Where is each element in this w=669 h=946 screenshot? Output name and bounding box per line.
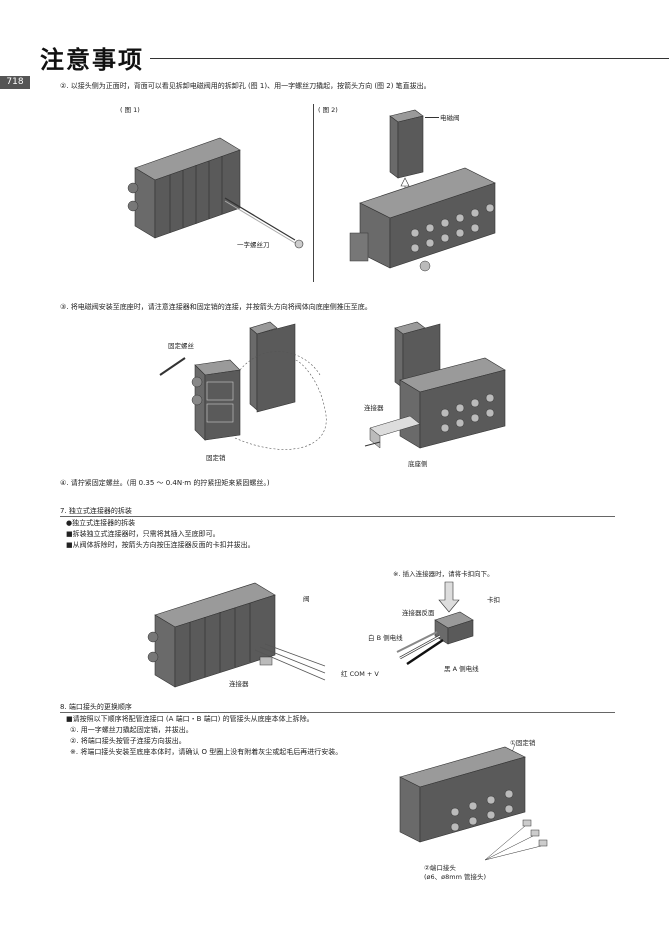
fixing-pin-label-section8: ①固定销 — [510, 739, 536, 747]
section7-rule — [60, 516, 615, 517]
connector-label-section7: 连接器 — [229, 680, 249, 688]
section8-item-2: ②. 将端口接头按管子连接方向拔出。 — [70, 737, 186, 745]
valve-leader-line — [425, 117, 439, 118]
base-side-label: 底座侧 — [408, 460, 428, 468]
step3-valve-base-illustration — [159, 321, 327, 450]
valve-label: 电磁阀 — [440, 114, 460, 122]
clip-label: 卡扣 — [487, 596, 500, 604]
screwdriver-label: 一字螺丝刀 — [237, 241, 270, 249]
step2-text: ②. 以接头侧为正面时，背面可以看见拆卸电磁阀用的拆卸孔 (图 1)、用一字螺丝… — [60, 82, 431, 90]
red-wire-label: 红 COM + V — [341, 670, 379, 678]
fig1-label: ( 图 1) — [120, 106, 140, 114]
white-wire-label: 白 B 侧电线 — [368, 634, 403, 642]
step3-text: ③. 将电磁阀安装至底座时，请注意连接器和固定销的连接，并按箭头方向将阀体向底座… — [60, 303, 372, 311]
section7-item-0: ●独立式连接器的拆装 — [66, 519, 136, 527]
port-fitting-label: ②端口接头 — [424, 864, 456, 872]
section8-item-0: ■请按照以下顺序将配管连接口 (A 端口・B 端口) 的管接头从底座本体上拆除。 — [66, 715, 314, 723]
step4-text: ④. 请拧紧固定螺丝。(用 0.35 ～ 0.4N·m 的拧紧扭矩来紧固螺丝。) — [60, 479, 270, 487]
section8-item-3: ※. 将端口接头安装至底座本体时，请确认 O 型圈上没有附着灰尘或起毛后再进行安… — [70, 748, 343, 756]
step3-assembled-illustration — [364, 321, 506, 449]
fixing-pin-label: 固定销 — [206, 454, 226, 462]
section8-manifold-illustration — [399, 743, 548, 861]
fig1-manifold-illustration — [127, 137, 304, 249]
port-fitting-sub: (ø6、ø8mm 管接头) — [424, 873, 487, 881]
figure-divider — [313, 104, 314, 282]
page-title: 注意事项 — [40, 46, 144, 74]
section8-rule — [60, 712, 615, 713]
title-rule — [150, 58, 669, 59]
fig2-manifold-illustration — [349, 109, 496, 272]
section8-heading: 8. 端口接头的更换顺序 — [60, 703, 132, 711]
section8-item-1: ①. 用一字螺丝刀撬起固定销，并拔出。 — [70, 726, 193, 734]
section7-note: ※. 插入连接器时，请将卡扣向下。 — [393, 570, 494, 578]
section7-item-2: ■从阀体拆除时，按箭头方向按压连接器反面的卡扣并拔出。 — [66, 541, 255, 549]
valve-label-section7: 阀 — [303, 595, 310, 603]
section7-manifold-illustration — [147, 582, 326, 688]
black-wire-label: 黑 A 侧电线 — [444, 665, 479, 673]
connector-label-step3: 连接器 — [364, 404, 384, 412]
fixing-screw-label: 固定螺丝 — [168, 342, 194, 350]
fig2-label: ( 图 2) — [318, 106, 338, 114]
page-number: 718 — [0, 76, 30, 89]
section7-item-1: ■拆装独立式连接器时，只需将其插入至底即可。 — [66, 530, 220, 538]
connector-back-label: 连接器反面 — [402, 609, 435, 617]
section7-heading: 7. 独立式连接器的拆装 — [60, 507, 132, 515]
connector-detail-illustration — [396, 581, 474, 666]
